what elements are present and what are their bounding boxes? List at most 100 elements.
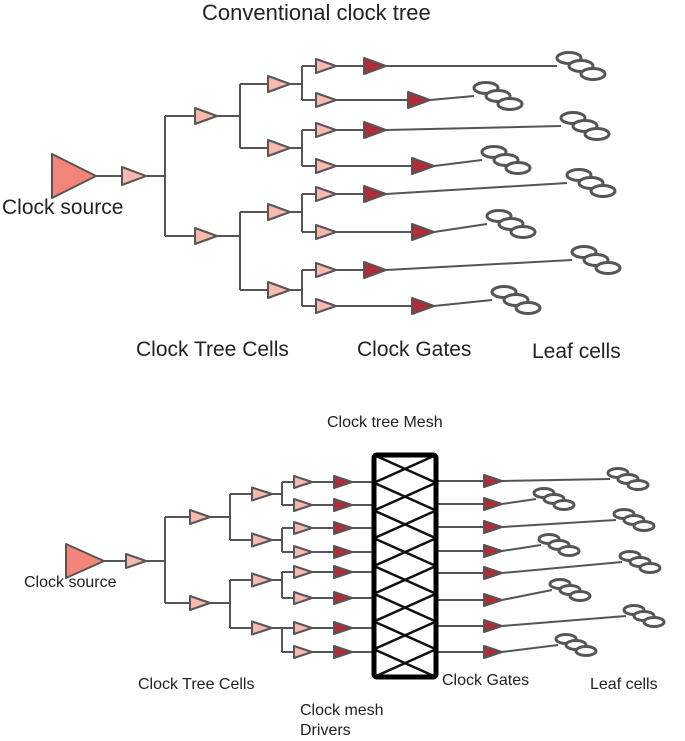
top-tree-cell-l4 (315, 262, 337, 278)
mesh-frame (371, 452, 439, 680)
bottom-tree-cell-l4 (293, 521, 313, 535)
bottom-mesh-driver-icon (333, 475, 353, 489)
clock-wire (385, 182, 568, 195)
bottom-tree-cell-l4 (293, 545, 313, 559)
clock-wire (501, 478, 611, 482)
bottom-clock-gate-icon (483, 566, 503, 580)
bottom-clock-gate-icon (483, 474, 503, 488)
mesh-cross-line (373, 620, 437, 651)
top-clock-gate-icon (411, 223, 435, 241)
top-leaf-cells-label: Leaf cells (532, 340, 621, 363)
bottom-tree-cell-l2 (189, 509, 211, 525)
top-leaf-cell-icon (594, 261, 622, 275)
top-leaf-cell-icon (579, 67, 607, 81)
bottom-mesh-driver-icon (333, 591, 353, 605)
bottom-mesh-driver-icon (333, 565, 353, 579)
bottom-leaf-cell-icon (632, 520, 656, 532)
bottom-tree-cell-l3 (251, 620, 273, 636)
top-tree-cell-l4 (315, 298, 337, 314)
clock-wire (433, 159, 483, 167)
top-clock-gate-icon (363, 261, 387, 279)
clock-wire (501, 498, 537, 505)
clock-wire (501, 561, 623, 574)
top-clock-gate-icon (411, 297, 435, 315)
bottom-drivers-label: Drivers (300, 722, 351, 739)
mesh-cross-line (373, 564, 437, 595)
bottom-tree-cell-l4 (293, 475, 313, 489)
clock-wire (433, 223, 488, 233)
bottom-mesh-driver-icon (333, 545, 353, 559)
clock-wire (385, 125, 562, 131)
bottom-mesh-driver-icon (333, 645, 353, 659)
bottom-leaf-cell-icon (642, 616, 666, 628)
bottom-leaf-cell-icon (638, 562, 662, 574)
mesh-cross-line (373, 509, 437, 540)
top-tree-cell-l4 (315, 122, 337, 138)
bottom-mesh-driver-icon (333, 521, 353, 535)
bottom-leaf-cell-icon (568, 590, 592, 602)
bottom-tree-cell-l4 (293, 565, 313, 579)
top-clock-gate-icon (411, 157, 435, 175)
bottom-leaf-cell-icon (574, 645, 598, 657)
clock-wire (501, 589, 553, 601)
clock-wire (429, 95, 475, 101)
bottom-clock-gate-icon (483, 645, 503, 659)
bottom-leaf-cell-icon (552, 499, 576, 511)
clock-tree-mesh (371, 452, 439, 680)
bottom-clock-gate-icon (483, 593, 503, 607)
bottom-clock-gate-icon (483, 520, 503, 534)
bottom-clock-gate-icon (483, 544, 503, 558)
top-tree-cell-l2 (194, 107, 218, 125)
bottom-leaf-cell-icon (626, 479, 650, 491)
bottom-leaf-cell-icon (557, 545, 581, 557)
bottom-tree-cell-l4 (293, 498, 313, 512)
mesh-cross-line (373, 481, 437, 512)
bottom-tree-cell-l1 (125, 553, 147, 569)
top-tree-cell-l3 (267, 75, 291, 93)
top-clock-gate-icon (363, 185, 387, 203)
bottom-title: Clock tree Mesh (327, 414, 443, 431)
clock-wire (501, 544, 542, 552)
mesh-cross-line (373, 592, 437, 623)
wires (96, 65, 627, 653)
top-tree-cell-l3 (267, 281, 291, 299)
bottom-tree-cell-l2 (189, 595, 211, 611)
top-leaf-cell-icon (504, 161, 532, 175)
bottom-tree-cell-l4 (293, 645, 313, 659)
mesh-cross-line (373, 648, 437, 679)
bottom-mesh-driver-icon (333, 498, 353, 512)
bottom-tree-cell-l3 (251, 486, 273, 502)
bottom-tree-cell-l3 (251, 572, 273, 588)
top-tree-cell-l3 (267, 139, 291, 157)
top-tree-cell-l2 (194, 227, 218, 245)
mesh-cross-line (373, 537, 437, 568)
bottom-clock-gate-icon (483, 497, 503, 511)
bottom-mesh-driver-icon (333, 621, 353, 635)
clock-wire (501, 615, 627, 627)
clock-wire (501, 644, 559, 653)
top-tree-cell-l1 (121, 166, 147, 186)
top-clock-source-icon (51, 153, 97, 199)
top-clock-gate-icon (363, 57, 387, 75)
top-tree-cell-l3 (267, 203, 291, 221)
bottom-clock-tree-cells-label: Clock Tree Cells (138, 676, 255, 693)
bottom-tree-cell-l4 (293, 591, 313, 605)
top-tree-cell-l4 (315, 186, 337, 202)
bottom-tree-cell-l3 (251, 532, 273, 548)
top-leaf-cell-icon (589, 184, 617, 198)
top-clock-source-label: Clock source (2, 196, 124, 219)
top-tree-cell-l4 (315, 158, 337, 174)
bottom-clock-gates-label: Clock Gates (442, 672, 530, 689)
top-leaf-cell-icon (583, 127, 611, 141)
bottom-tree-cell-l4 (293, 621, 313, 635)
bottom-clock-source-label: Clock source (24, 574, 117, 591)
bottom-clock-source-icon (65, 543, 105, 579)
top-clock-gate-icon (407, 91, 431, 109)
top-leaf-cell-icon (496, 97, 524, 111)
top-title: Conventional clock tree (202, 0, 431, 25)
top-clock-gates-label: Clock Gates (357, 338, 472, 361)
top-tree-cell-l4 (315, 92, 337, 108)
clock-wire (433, 299, 493, 307)
top-clock-gate-icon (363, 121, 387, 139)
top-leaf-cell-icon (509, 225, 537, 239)
